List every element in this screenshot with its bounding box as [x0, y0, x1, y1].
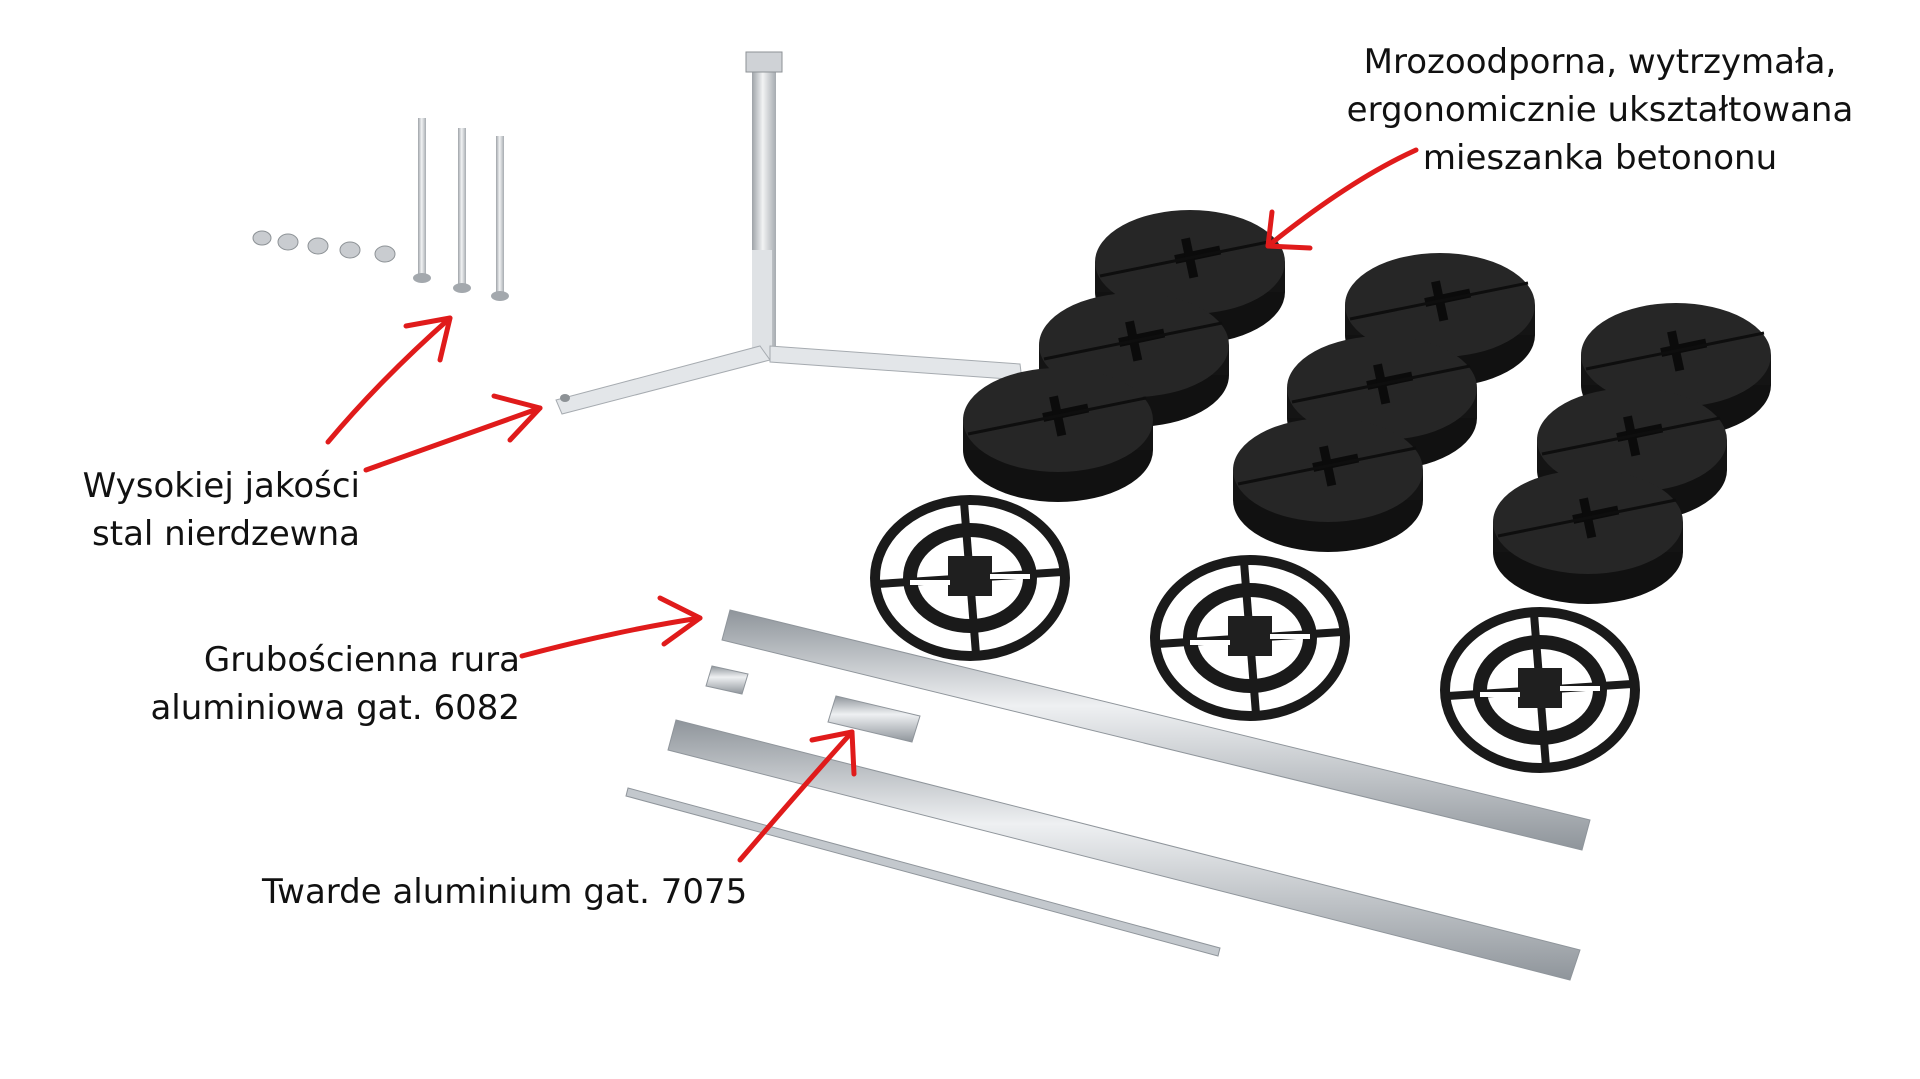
nut-icon — [252, 230, 396, 263]
concrete-annotation: Mrozoodporna, wytrzymała, ergonomicznie … — [1346, 42, 1854, 178]
concrete-weight-icon — [1231, 416, 1425, 554]
arrow-to-tube-icon — [519, 595, 703, 659]
steel-base-frame-icon — [555, 51, 1023, 415]
concrete-weight-icon — [961, 366, 1155, 504]
annotation-arrows — [325, 147, 1419, 863]
fastener-set — [252, 118, 509, 301]
mounting-ring-icon — [1155, 560, 1345, 716]
arrow-to-concrete-icon — [1265, 147, 1419, 251]
mounting-ring-icon — [1445, 612, 1635, 768]
steel-annotation: Wysokiej jakości stal nierdzewna — [82, 466, 360, 554]
aluminium-tube-icon — [625, 609, 1591, 981]
tube-annotation: Grubościenna rura aluminiowa gat. 6082 — [150, 640, 520, 728]
mounting-ring-icon — [875, 500, 1065, 656]
hard-aluminium-annotation: Twarde aluminium gat. 7075 — [262, 872, 748, 912]
arrow-to-hard-aluminium-icon — [737, 729, 857, 863]
bolt-icon — [413, 118, 509, 301]
concrete-weight-icon — [1491, 468, 1685, 606]
arrow-to-bolts-icon — [325, 315, 453, 445]
concrete-weight-group — [961, 208, 1773, 606]
arrow-to-frame-icon — [363, 393, 543, 473]
